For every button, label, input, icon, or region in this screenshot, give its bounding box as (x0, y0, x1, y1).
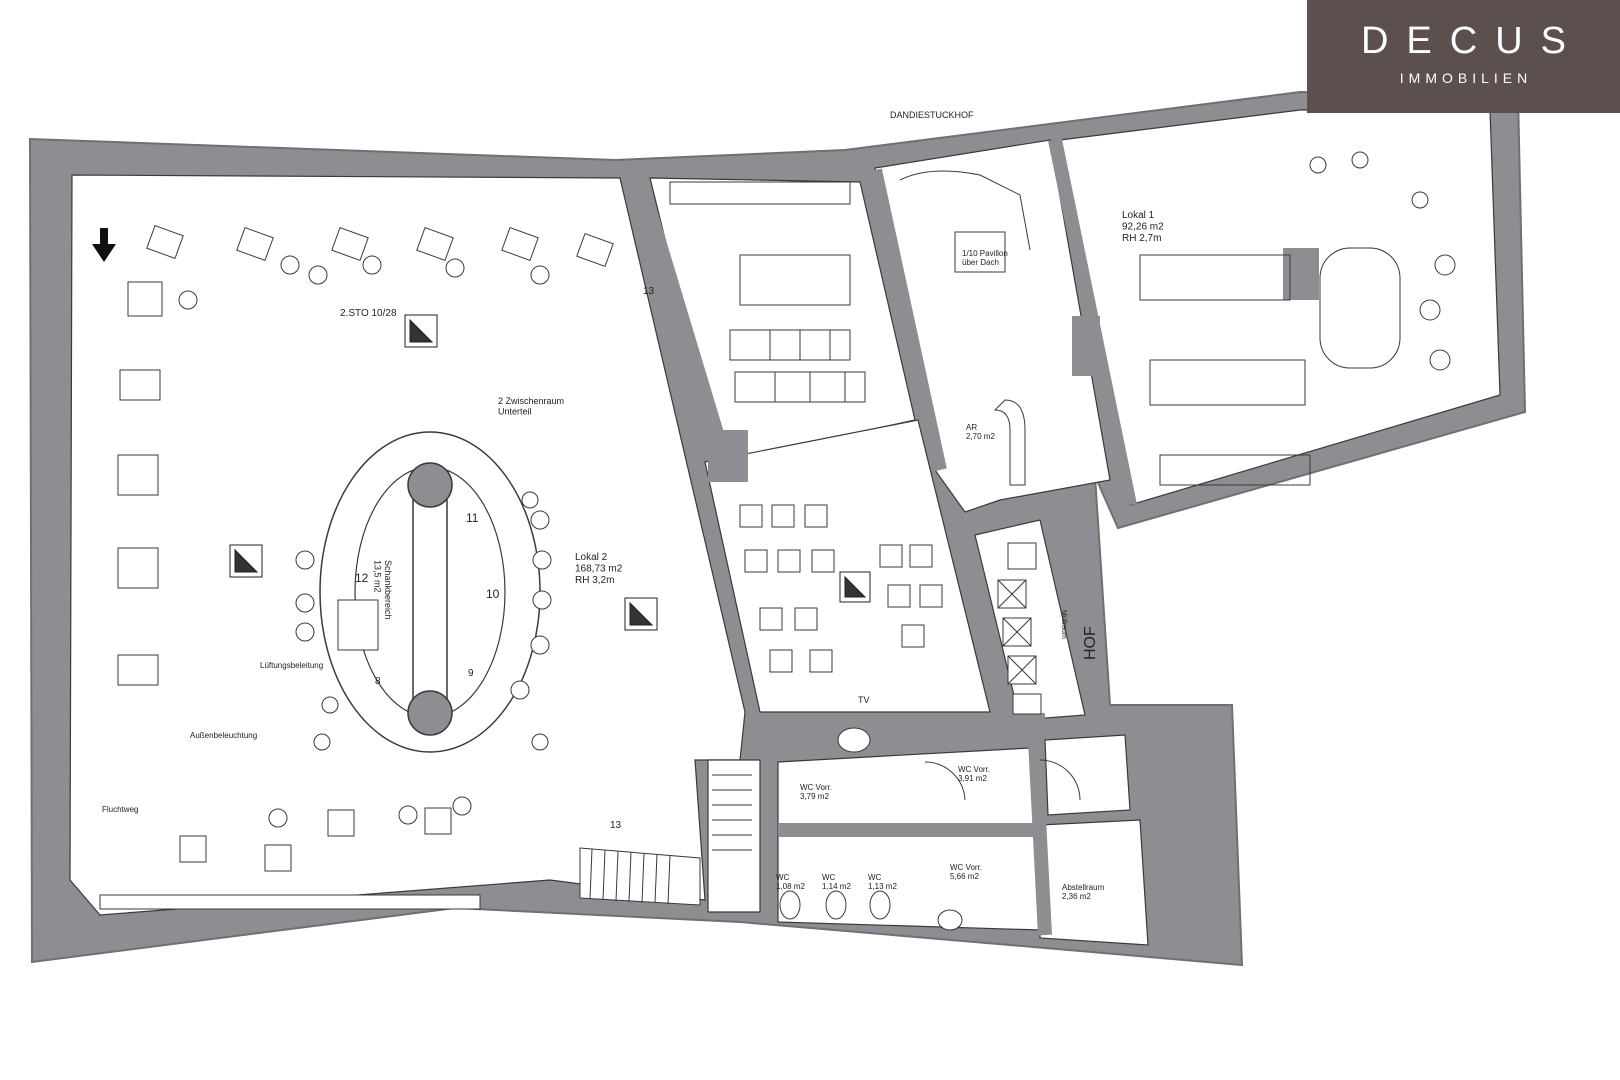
logo-wordmark: DECUS (1360, 20, 1585, 62)
table-numbers: 11 12 10 9 8 13 13 (355, 286, 655, 831)
main-area-label: 2.STO 10/28 (340, 308, 397, 319)
lokal1-fixtures (1139, 151, 1456, 486)
wc-vorr1-label: WC Vorr.3,79 m2 (800, 783, 832, 801)
table-number: 9 (468, 668, 474, 679)
table-number: 12 (355, 571, 369, 585)
bottom-seating (99, 807, 481, 910)
lueftung-label: Lüftungsbeleitung (260, 661, 323, 670)
hof-label: HOF (1082, 626, 1099, 660)
table-number: 11 (466, 511, 479, 525)
lokal1-room (1059, 109, 1501, 506)
wc-vorr3-label: WC Vorr.5,66 m2 (950, 863, 982, 881)
inner-walls (633, 138, 1137, 936)
table-number: 8 (375, 676, 381, 687)
view-markers (229, 314, 871, 631)
lokal2-tables (739, 504, 943, 673)
tv-label: TV (858, 695, 870, 705)
street-label: DANDIESTUCKHOF (890, 110, 974, 120)
wc-fixtures (779, 727, 1081, 931)
entrance-arrow-icon (92, 228, 116, 262)
top-seating (146, 224, 614, 310)
kitchen-fixtures (669, 181, 866, 403)
left-seating (117, 281, 163, 686)
decus-logo: DECUS IMMOBILIEN (1307, 0, 1620, 113)
table-number: 13 (610, 820, 622, 831)
table-number: 10 (486, 587, 500, 601)
corridor-fixtures (899, 170, 1031, 486)
storage-room (1044, 734, 1131, 816)
wc-vorr2-label: WC Vorr.3,91 m2 (958, 765, 990, 783)
logo-subtitle: IMMOBILIEN (1399, 70, 1533, 86)
table-number: 13 (643, 286, 655, 297)
aussenbeleuchtung-label: Außenbeleuchtung (190, 731, 257, 740)
stair-room (707, 759, 761, 913)
mullraum-label: Müllraum (1060, 610, 1067, 639)
columns (708, 248, 1319, 482)
stairs (579, 774, 752, 906)
schank-label: Schankbereich13,5 m2 (373, 560, 393, 620)
central-bar (319, 431, 541, 753)
bar-stools (268, 491, 552, 828)
floor-areas (69, 109, 1501, 946)
wc-block (777, 747, 1041, 931)
technik-boxes (997, 542, 1042, 715)
fluchtweg-label: Fluchtweg (102, 805, 138, 814)
